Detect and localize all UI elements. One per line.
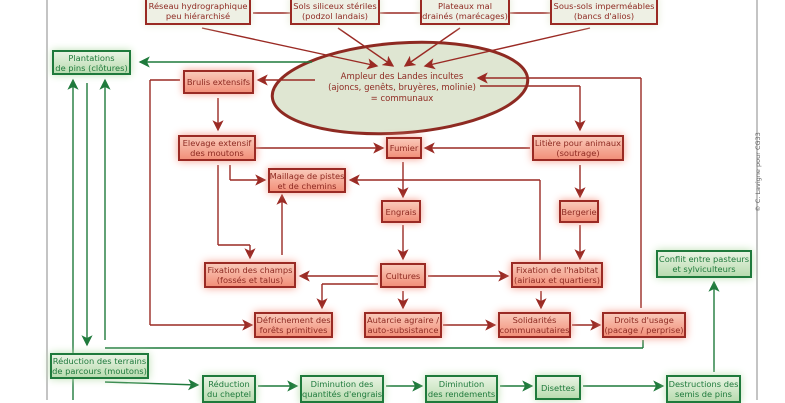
cause-line: drainés (marécages) xyxy=(422,10,508,21)
node-line: Litière pour animaux xyxy=(534,138,622,148)
node-line: Droits d'usage xyxy=(614,315,674,325)
node-line: du cheptel xyxy=(206,389,252,399)
node-line: semis de pins xyxy=(675,389,732,399)
center-line: = communaux xyxy=(370,93,434,104)
node-fumier: Fumier xyxy=(386,137,422,159)
node-disettes: Disettes xyxy=(535,375,581,400)
node-label: Bergerie xyxy=(561,206,597,217)
node-line: Plantations xyxy=(68,52,115,63)
landes-incultes-center: Ampleur des Landes incultes(ajoncs, genê… xyxy=(282,48,522,128)
node-line: communautaires xyxy=(499,325,570,335)
node-line: auto-subsistance xyxy=(367,325,439,335)
node-engrais: Engrais xyxy=(381,200,421,223)
node-line: (fossés et talus) xyxy=(216,275,284,285)
node-label: Disettes xyxy=(540,382,576,393)
node-line: (airiaux et quartiers) xyxy=(514,275,600,285)
node-litiere: Litière pour animaux(soutrage) xyxy=(532,135,624,161)
node-line: forêts primitives xyxy=(259,325,328,335)
cause-line: peu hiérarchisé xyxy=(165,10,231,21)
cause-line: Sols siliceux stériles xyxy=(293,0,377,11)
node-line: Réduction des terrains xyxy=(52,356,147,366)
center-line: Ampleur des Landes incultes xyxy=(340,71,464,82)
node-autarcie: Autarcie agraire /auto-subsistance xyxy=(364,312,442,338)
cause-sous-sols: Sous-sols imperméables(bancs d'alios) xyxy=(550,0,658,25)
node-line: quantités d'engrais xyxy=(301,389,383,399)
node-label: Engrais xyxy=(385,206,417,217)
node-label: Brulis extensifs xyxy=(186,77,251,87)
node-label: Fumier xyxy=(389,143,419,153)
center-line: (ajoncs, genêts, bruyères, molinie) xyxy=(328,82,476,93)
node-fixation-champs: Fixation des champs(fossés et talus) xyxy=(204,262,296,288)
node-line: et sylviculteurs xyxy=(672,264,736,274)
node-line: Elevage extensif xyxy=(182,138,252,148)
node-line: (soutrage) xyxy=(556,148,600,158)
cause-line: Réseau hydrographique xyxy=(148,0,248,11)
node-line: (pacage / perprise) xyxy=(604,325,684,335)
node-line: Destructions des xyxy=(668,379,739,389)
cause-line: Plateaux mal xyxy=(437,0,493,11)
node-line: Diminution xyxy=(438,379,485,389)
node-line: Conflit entre pasteurs xyxy=(658,254,750,264)
cause-line: (bancs d'alios) xyxy=(573,10,635,21)
node-line: des moutons xyxy=(190,148,244,158)
landes-ellipse xyxy=(270,40,530,136)
credit-text: © C. Lavigne pour CG33 xyxy=(754,132,762,212)
cause-line: (podzol landais) xyxy=(301,10,369,21)
node-line: et de chemins xyxy=(277,180,337,191)
cause-line: Sous-sols imperméables xyxy=(553,0,655,11)
node-cultures: Cultures xyxy=(380,263,426,288)
node-line: Fixation de l'habitat xyxy=(515,265,599,275)
node-label: Cultures xyxy=(385,270,421,281)
node-line: Autarcie agraire / xyxy=(366,315,440,325)
node-line: Maillage de pistes xyxy=(269,170,345,181)
node-line: des rendements xyxy=(427,389,496,399)
node-fixation-habitat: Fixation de l'habitat(airiaux et quartie… xyxy=(511,262,603,288)
node-line: de pins (clôtures) xyxy=(55,62,128,73)
node-line: Diminution des xyxy=(310,379,374,389)
node-line: Solidarités xyxy=(512,315,557,325)
node-droits-usage: Droits d'usage(pacage / perprise) xyxy=(602,312,686,338)
node-line: Fixation des champs xyxy=(207,265,293,275)
node-line: de parcours (moutons) xyxy=(52,366,147,376)
node-bergerie: Bergerie xyxy=(559,200,599,223)
node-line: Réduction xyxy=(208,379,250,389)
cause-sols-siliceux: Sols siliceux stériles(podzol landais) xyxy=(290,0,380,25)
node-line: Défrichement des xyxy=(256,315,331,325)
node-brulis: Brulis extensifs xyxy=(183,70,254,94)
